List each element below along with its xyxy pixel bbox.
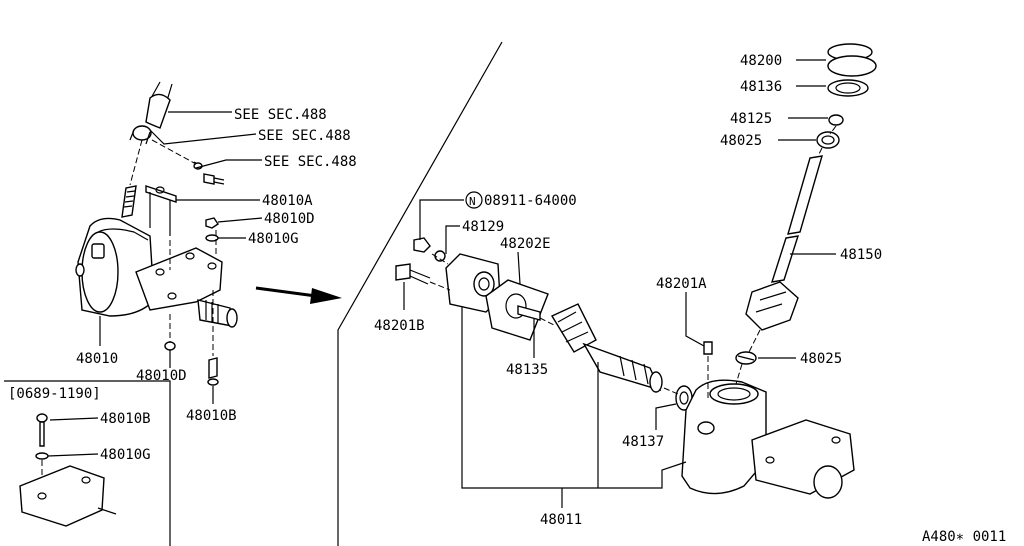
- label-48010d-bottom: 48010D: [136, 368, 187, 384]
- label-48025-bottom: 48025: [800, 351, 842, 367]
- label-48150: 48150: [840, 247, 882, 263]
- callout-labels: SEE SEC.488 SEE SEC.488 SEE SEC.488 4801…: [8, 53, 1006, 545]
- label-08911-64000: 08911-64000: [484, 193, 577, 209]
- section-divider-diagonal: [337, 41, 503, 546]
- label-48010g-top: 48010G: [248, 231, 299, 247]
- left-steering-assembly: [75, 81, 238, 386]
- label-48137: 48137: [622, 434, 664, 450]
- nut-symbol: N: [465, 191, 483, 209]
- exploded-gear-assembly: [395, 43, 877, 499]
- label-48136: 48136: [740, 79, 782, 95]
- label-48010b-inset: 48010B: [100, 411, 151, 427]
- nut-symbol-letter: N: [469, 195, 476, 208]
- label-48201b: 48201B: [374, 318, 425, 334]
- label-48010a: 48010A: [262, 193, 313, 209]
- label-48010b-bottom: 48010B: [186, 408, 237, 424]
- inset-frame: [4, 380, 171, 546]
- label-48135: 48135: [506, 362, 548, 378]
- label-48129: 48129: [462, 219, 504, 235]
- label-see-sec-3: SEE SEC.488: [264, 154, 357, 170]
- label-48201a: 48201A: [656, 276, 707, 292]
- leader-lines: [47, 59, 836, 508]
- inset-label: [0689-1190]: [8, 386, 101, 402]
- label-48025-top: 48025: [720, 133, 762, 149]
- figure-code: A480∗ 0011: [922, 529, 1006, 545]
- label-48202e: 48202E: [500, 236, 551, 252]
- direction-arrow: [255, 286, 342, 304]
- label-see-sec-1: SEE SEC.488: [234, 107, 327, 123]
- label-48011: 48011: [540, 512, 582, 528]
- label-48010: 48010: [76, 351, 118, 367]
- label-see-sec-2: SEE SEC.488: [258, 128, 351, 144]
- label-48010d-top: 48010D: [264, 211, 315, 227]
- label-48200: 48200: [740, 53, 782, 69]
- label-48010g-inset: 48010G: [100, 447, 151, 463]
- inset-detail: [19, 413, 117, 527]
- label-48125: 48125: [730, 111, 772, 127]
